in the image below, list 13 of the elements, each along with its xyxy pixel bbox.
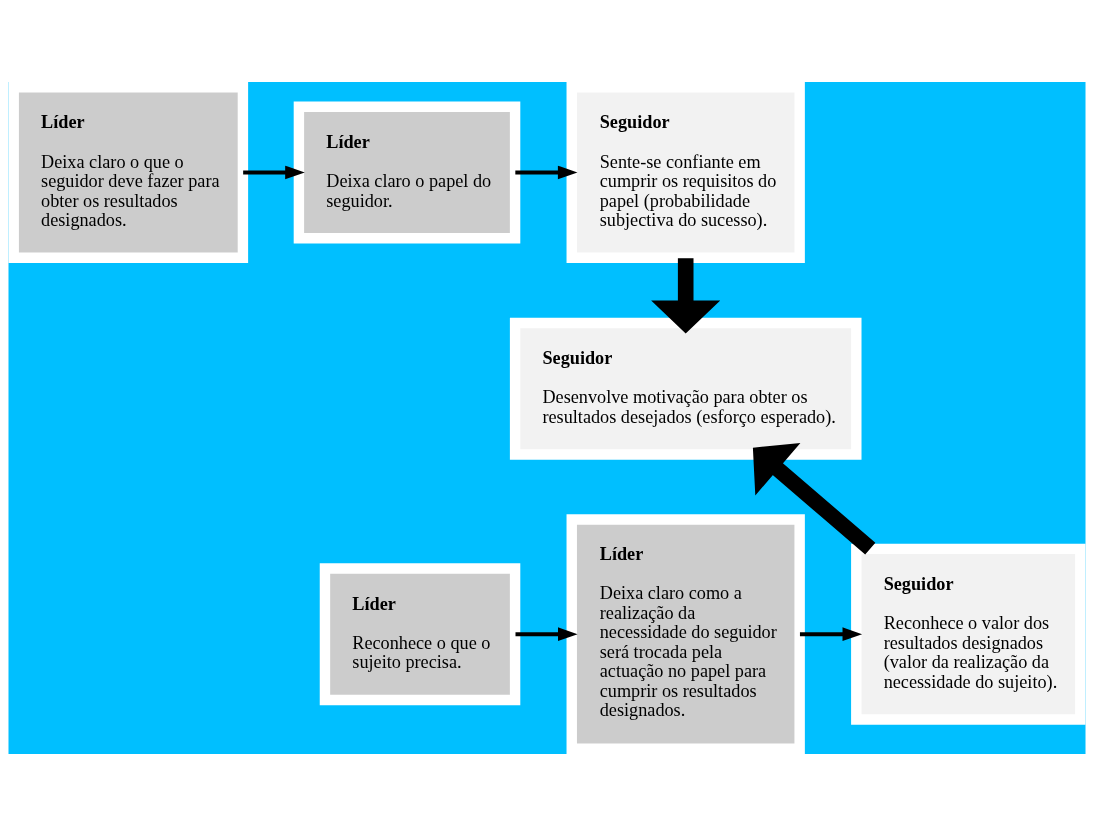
node-box: Seguidor Desenvolve motivação para obter os resultados desejados (esforço esperado). — [509, 317, 862, 460]
node-box: Líder Deixa claro o que o seguidor deve fazer para obter os resultados designados. — [8, 81, 249, 263]
node-box: Seguidor Sente-se confiante em cumprir os requisitos do papel (probabilidade subjectiva do sucesso). — [566, 81, 805, 263]
arrow — [651, 257, 721, 333]
node-box: Seguidor Reconhece o valor dos resultados designados (valor da realização da necessidade do sujeito). — [851, 543, 1086, 725]
arrow — [515, 165, 578, 179]
arrow — [752, 442, 876, 555]
arrow — [243, 165, 305, 179]
node-box: Líder Reconhece o que o sujeito precisa. — [319, 562, 521, 705]
arrow — [799, 626, 863, 641]
arrow — [515, 626, 578, 641]
node-box: Líder Deixa claro como a realização da necessidade do seguidor será trocada pela actuação no papel para cumprir os resultados designados. — [566, 513, 805, 754]
node-box: Líder Deixa claro o papel do seguidor. — [293, 101, 521, 243]
